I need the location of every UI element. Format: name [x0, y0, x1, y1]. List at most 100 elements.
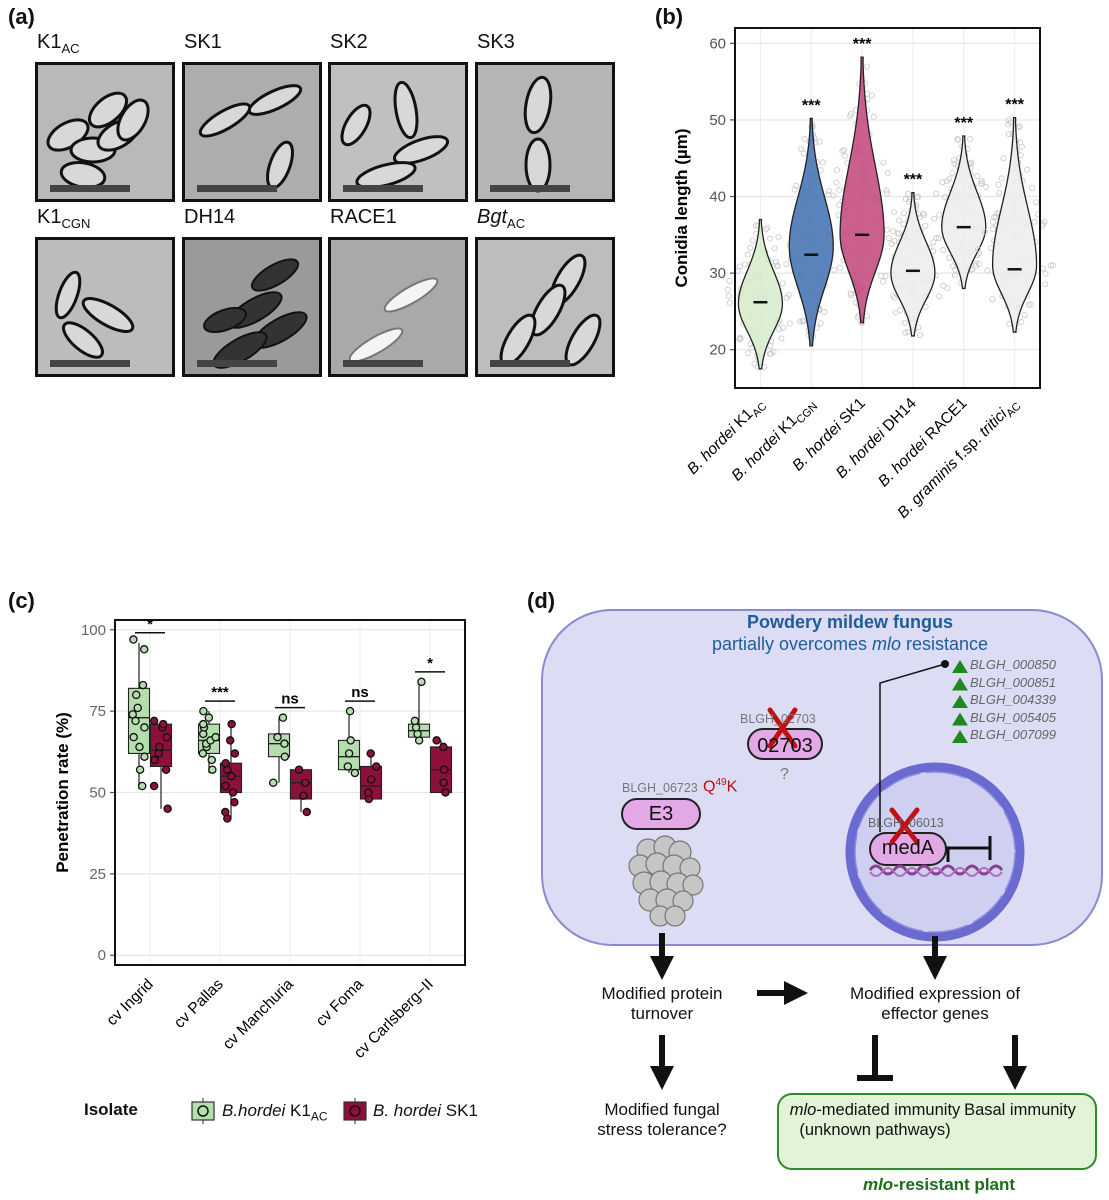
data-point [902, 196, 909, 203]
protein-turnover-text: Modified protein turnover [601, 984, 723, 1023]
scale-bar [197, 360, 277, 367]
effector-gene: BLGH_000850 [970, 657, 1057, 672]
y-axis-label: Penetration rate (%) [53, 712, 72, 873]
y-tick-label: 50 [709, 112, 726, 129]
data-point [870, 113, 877, 120]
data-point [800, 150, 807, 157]
scale-bar [343, 185, 423, 192]
box-group [289, 765, 313, 817]
data-point [230, 749, 240, 758]
micrograph-image [182, 62, 322, 202]
violin-group: *** [771, 97, 852, 347]
data-point [949, 170, 956, 177]
conidium-cell [247, 84, 303, 116]
data-point [1005, 116, 1012, 123]
legend-title: Isolate [84, 1100, 138, 1119]
data-point [131, 690, 141, 700]
data-point [966, 136, 973, 143]
legend-item-sk1: B. hordei SK1 [373, 1101, 478, 1121]
protein-02703-id: BLGH_02703 [740, 712, 816, 726]
significance-label: * [427, 655, 433, 672]
y-tick-label: 60 [709, 35, 726, 52]
data-point [972, 260, 979, 267]
data-point [901, 319, 908, 326]
upregulated-triangle-icon [952, 660, 968, 673]
data-point [1005, 121, 1012, 128]
x-tick-label-rest: DH14 [877, 395, 920, 438]
data-point [883, 226, 890, 233]
plant-label-italic: mlo [862, 1175, 894, 1194]
connector-line [879, 663, 946, 832]
data-point [344, 749, 354, 758]
deletion-cross-icon [767, 707, 798, 749]
significance-label: *** [954, 115, 973, 132]
data-point [941, 194, 948, 201]
data-point [935, 235, 942, 242]
x-tick-label: cv Pallas [171, 976, 227, 1032]
data-point [747, 244, 754, 251]
data-point [921, 211, 928, 218]
data-point [346, 736, 355, 745]
legend-item-k1ac-sub: AC [310, 1109, 328, 1124]
data-point [140, 752, 149, 761]
data-point [884, 170, 891, 177]
data-point [1016, 123, 1023, 130]
data-point [770, 348, 777, 355]
scale-bar [343, 360, 423, 367]
box-group [197, 706, 221, 774]
data-point [228, 788, 238, 797]
significance-label: * [147, 616, 153, 633]
data-point [833, 167, 840, 174]
data-point [158, 719, 168, 729]
data-point [767, 342, 774, 349]
micrograph-label: SK3 [477, 31, 515, 54]
data-point [775, 234, 782, 241]
micrograph-label: SK2 [330, 31, 368, 54]
data-point [820, 159, 827, 166]
data-point [751, 360, 758, 367]
legend-item-sk1-rest: SK1 [441, 1101, 478, 1120]
conidium-cell [62, 321, 104, 359]
data-point [135, 765, 145, 774]
meda-label: medA [881, 837, 935, 859]
data-point [1042, 270, 1049, 277]
conidium-cell [198, 102, 252, 138]
protein-02703-label: 02703 [757, 735, 813, 757]
data-point [848, 291, 855, 298]
micrograph-image [475, 62, 615, 202]
significance-label: *** [802, 97, 821, 114]
data-point [972, 262, 979, 269]
data-point [221, 807, 230, 817]
legend-item-k1ac-italic: B.hordei [222, 1101, 286, 1120]
micrograph-label-main: SK2 [330, 31, 368, 53]
data-point [417, 677, 426, 687]
data-point [839, 148, 846, 155]
data-point [149, 716, 159, 726]
data-point [350, 768, 360, 778]
micrograph-label-main: SK3 [477, 31, 515, 53]
micrograph-label: SK1 [184, 31, 222, 54]
fungus-subtitle: partially overcomes mlo resistance [650, 634, 1050, 655]
data-point [791, 186, 798, 193]
data-point [364, 788, 373, 797]
effector-gene: BLGH_004339 [970, 692, 1057, 707]
significance-label: *** [211, 684, 229, 701]
data-point [821, 309, 828, 316]
mechanism-diagram [541, 609, 1103, 1170]
fungus-subtitle-post: resistance [901, 634, 989, 654]
data-point [1005, 130, 1012, 137]
conidium-cell [383, 277, 439, 313]
plot-frame [734, 27, 1041, 389]
data-point [150, 755, 159, 765]
micrograph-image [475, 237, 615, 377]
data-point [900, 210, 907, 217]
data-point [940, 246, 947, 253]
data-point [993, 210, 1000, 217]
data-point [890, 209, 897, 216]
plot-frame [114, 619, 466, 966]
significance-label: ns [281, 691, 299, 708]
data-point [198, 719, 208, 729]
panel-letter-b: (b) [655, 4, 684, 29]
data-point [920, 210, 927, 217]
e3-protein [621, 798, 701, 830]
